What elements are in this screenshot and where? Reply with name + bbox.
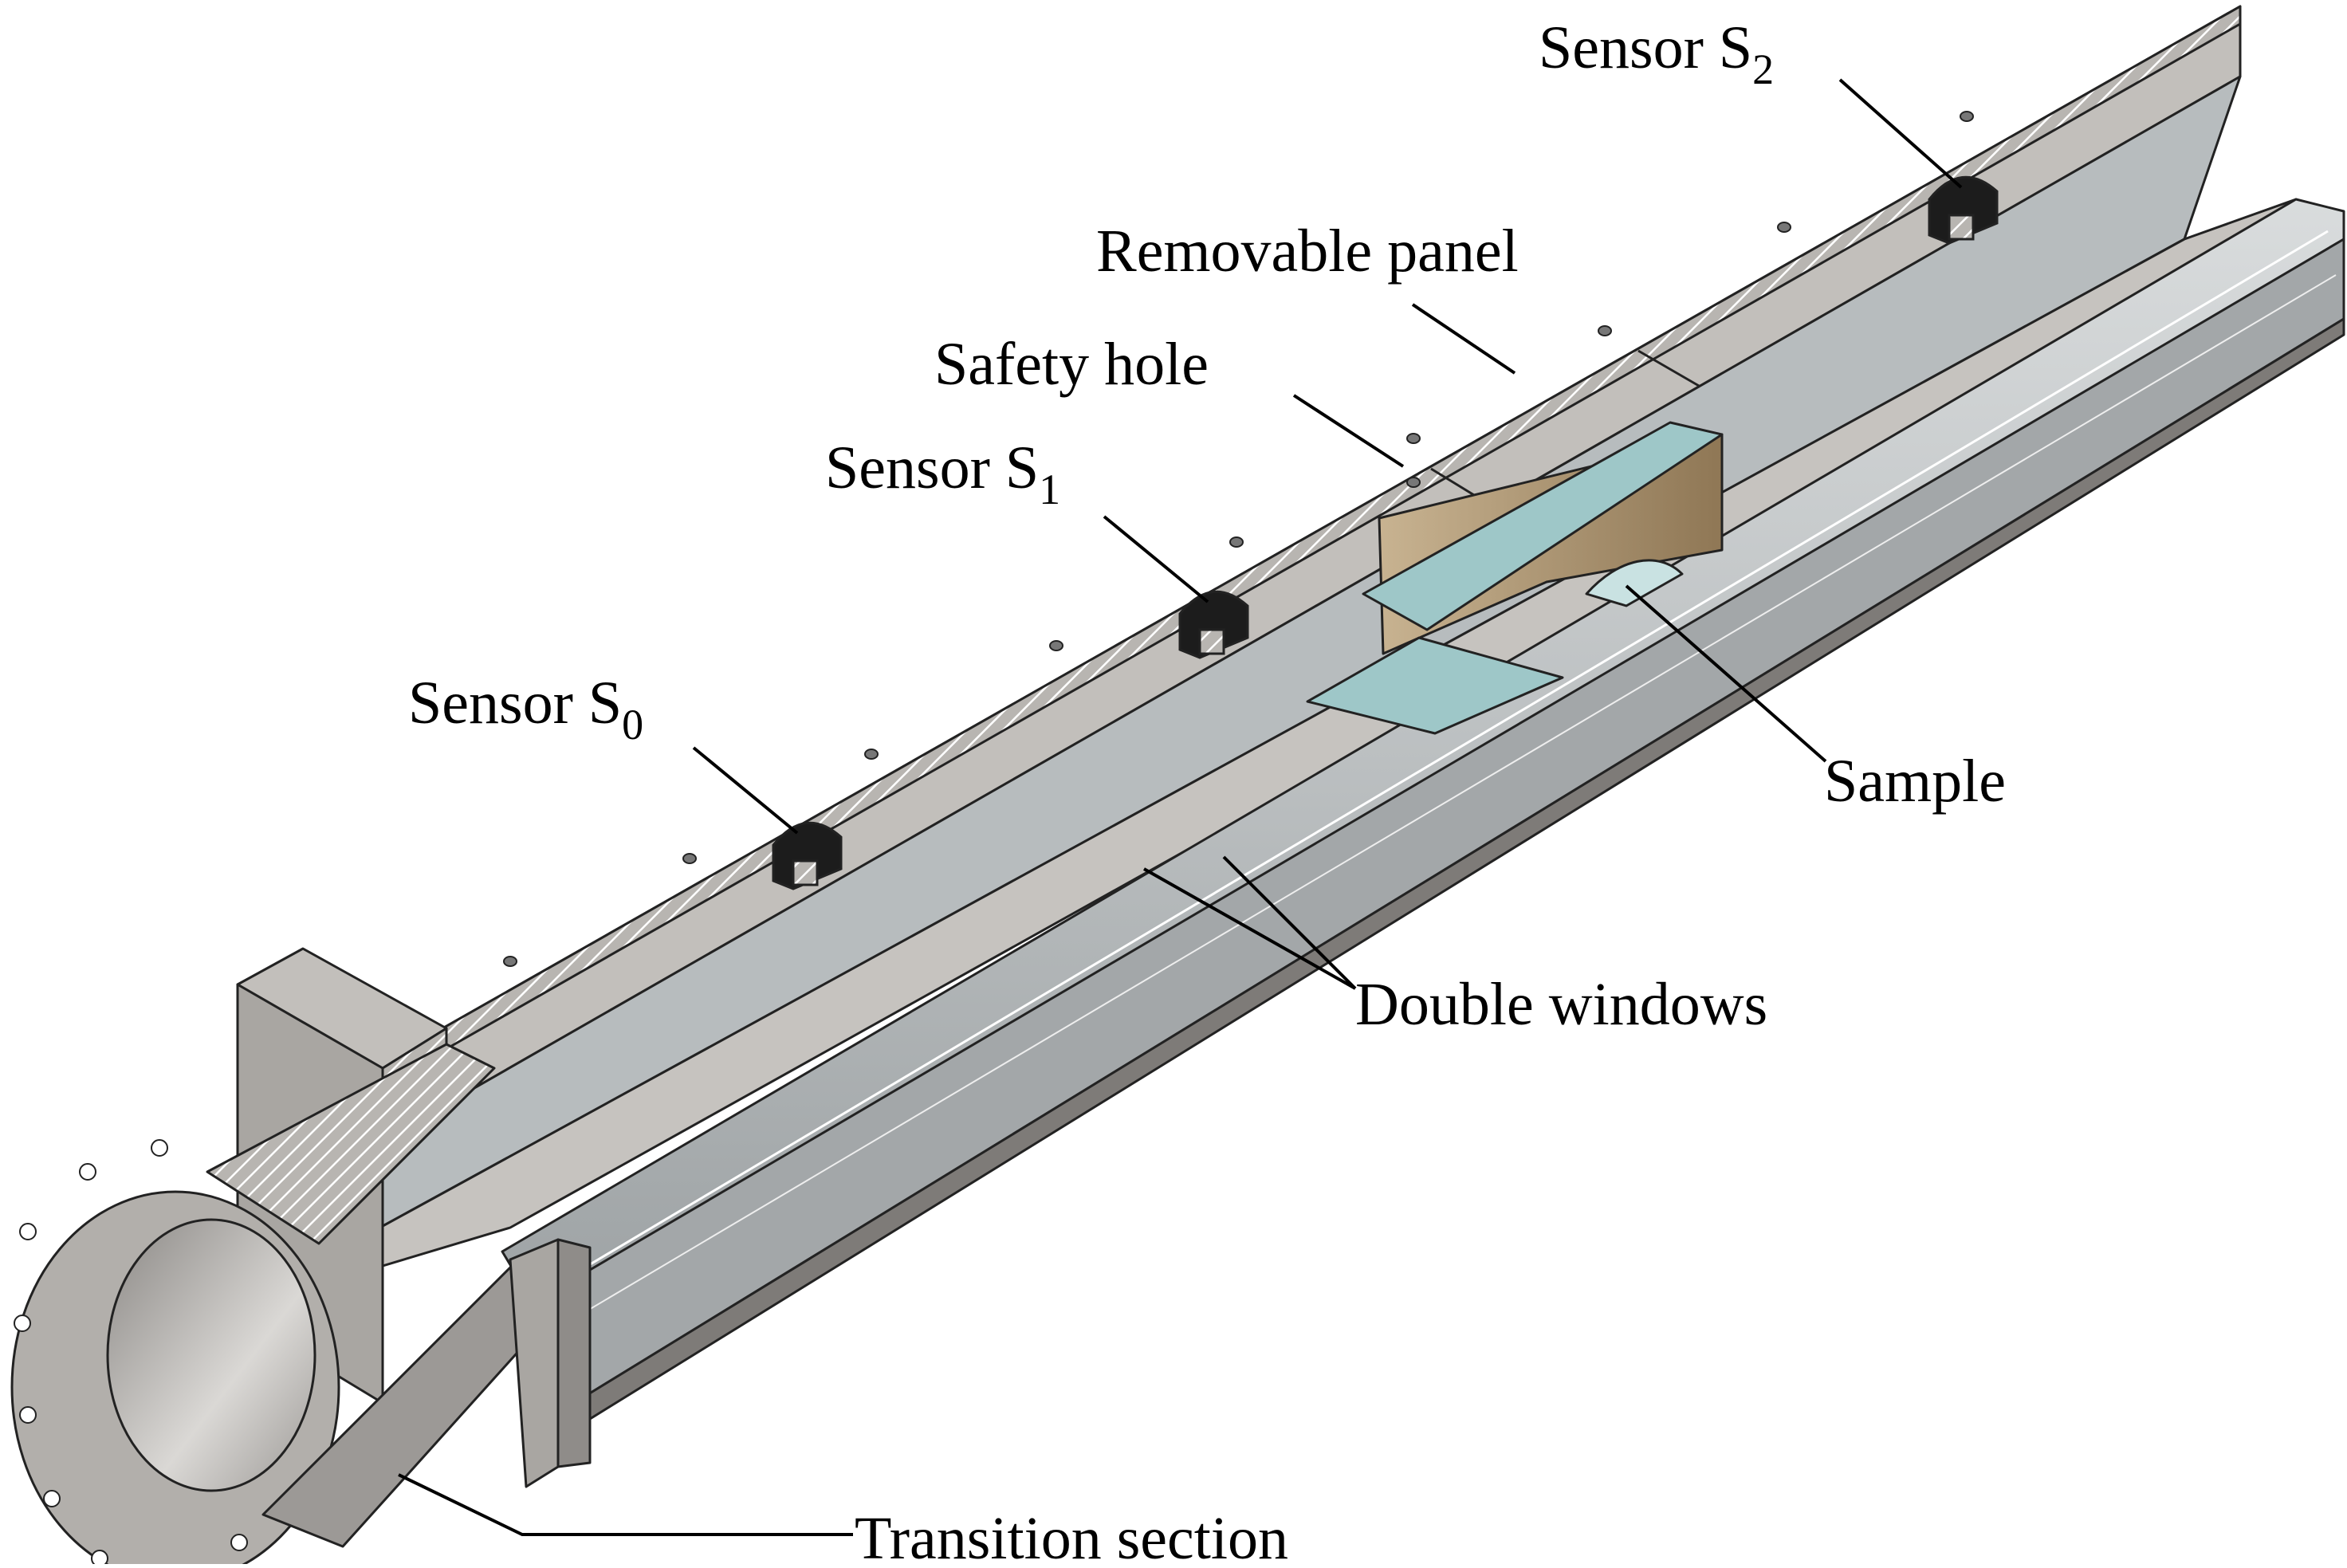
leader-sample — [1625, 584, 1827, 763]
leader-sensor-s2 — [1838, 78, 1963, 189]
bolt-hole — [1777, 222, 1791, 233]
label-removable-panel: Removable panel — [1096, 218, 1519, 285]
label-safety-hole: Safety hole — [934, 331, 1209, 398]
label-sensor-s0: Sensor S0 — [408, 670, 643, 749]
bolt-hole — [1229, 536, 1244, 548]
label-sensor-s2: Sensor S2 — [1539, 14, 1774, 93]
sample-assembly — [1306, 421, 1724, 735]
sensor-s1-icon — [1178, 590, 1249, 659]
sample-upper-panel — [1362, 421, 1724, 631]
bolt-hole — [1598, 325, 1612, 336]
sample-lower-panel — [1306, 636, 1564, 735]
window-glass-outer — [525, 238, 2345, 1405]
bolt-hole — [864, 749, 879, 760]
round-flange-bore — [106, 1218, 316, 1492]
sensor-s0-icon — [772, 821, 843, 890]
window-flange-plate-2 — [556, 1238, 592, 1468]
window-line-2 — [565, 274, 2337, 1324]
leader-lines — [398, 78, 1963, 1536]
leader-safety-hole — [1292, 394, 1405, 468]
bolt-hole — [682, 853, 697, 864]
window-line-1 — [557, 230, 2329, 1285]
leader-removable-panel — [1411, 303, 1516, 375]
label-sample: Sample — [1824, 748, 2006, 815]
sensor-s2-icon — [1928, 175, 1999, 245]
bolt-hole — [1406, 477, 1421, 488]
bolt-hole — [1960, 111, 1974, 122]
leader-double-windows-2 — [1222, 855, 1357, 990]
leader-double-windows-1 — [1143, 867, 1356, 990]
flange-bolt-holes — [14, 1139, 248, 1567]
bolt-hole — [503, 956, 517, 967]
transition-section — [10, 947, 592, 1568]
window-flange-plate-1 — [509, 1238, 560, 1488]
label-double-windows: Double windows — [1355, 971, 1767, 1038]
label-transition-section: Transition section — [855, 1505, 1288, 1564]
safety-hole-icon — [1406, 433, 1421, 444]
tube-body — [349, 5, 2345, 1421]
bolt-hole — [1049, 640, 1063, 651]
window-rail — [501, 198, 2345, 1309]
leader-sensor-s1 — [1103, 515, 1209, 603]
bolt-holes — [503, 111, 1974, 967]
sample-cavity — [1585, 559, 1684, 607]
leader-transition-section — [398, 1473, 853, 1536]
transition-cone-top — [206, 1043, 496, 1245]
label-sensor-s1: Sensor S1 — [825, 434, 1060, 513]
leader-sensor-s0 — [692, 746, 799, 835]
